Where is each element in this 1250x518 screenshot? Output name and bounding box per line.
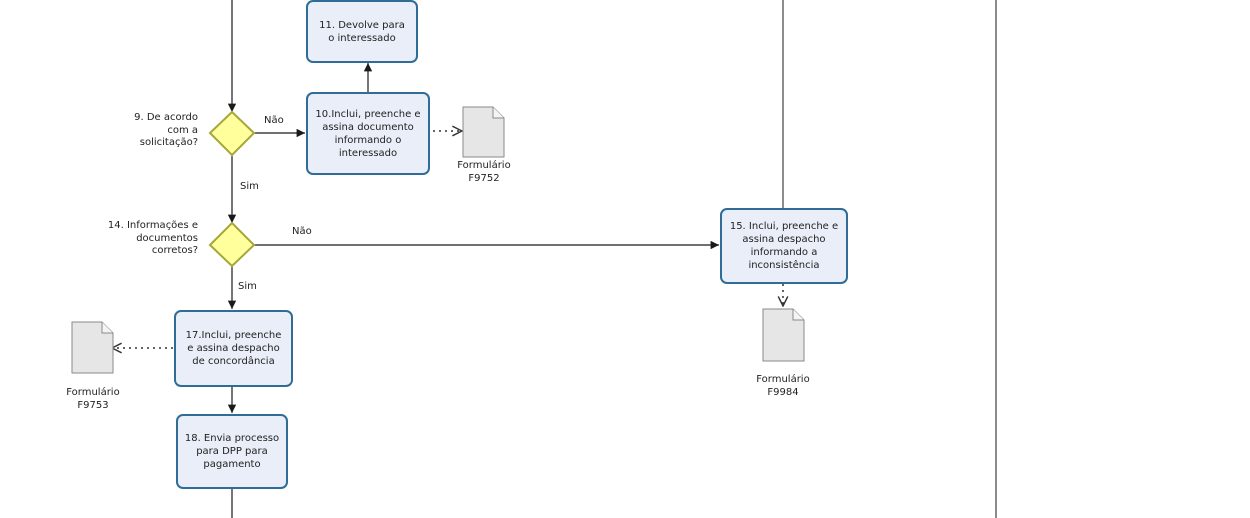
task-17-inclui-despacho-concordancia[interactable]: 17.Inclui, preenche e assina despacho de…: [174, 310, 293, 387]
flow-label-sim-g9: Sim: [240, 181, 259, 192]
document-label-f9752: Formulário F9752: [457, 160, 511, 184]
gateway-14-label: 14. Informações e documentos corretos?: [107, 220, 198, 256]
document-icon-f9984[interactable]: [762, 308, 805, 362]
document-label-f9984: Formulário F9984: [756, 374, 810, 398]
task-11-devolve[interactable]: 11. Devolve para o interessado: [306, 0, 418, 63]
flow-label-nao-g14: Não: [292, 226, 312, 237]
task-15-inclui-despacho-inconsistencia[interactable]: 15. Inclui, preenche e assina despacho i…: [720, 208, 848, 284]
document-icon-f9753[interactable]: [71, 321, 114, 374]
gateway-9-label: 9. De acordo com a solicitação?: [134, 112, 198, 148]
flow-label-nao-g9: Não: [264, 115, 284, 126]
flow-label-sim-g14: Sim: [238, 281, 257, 292]
task-18-envia-processo[interactable]: 18. Envia processo para DPP para pagamen…: [176, 414, 288, 489]
gateway-14[interactable]: [208, 221, 256, 268]
gateway-9[interactable]: [208, 110, 256, 157]
document-icon-f9752[interactable]: [462, 106, 505, 158]
task-10-inclui-documento[interactable]: 10.Inclui, preenche e assina documento i…: [306, 92, 430, 175]
document-label-f9753: Formulário F9753: [66, 387, 120, 411]
